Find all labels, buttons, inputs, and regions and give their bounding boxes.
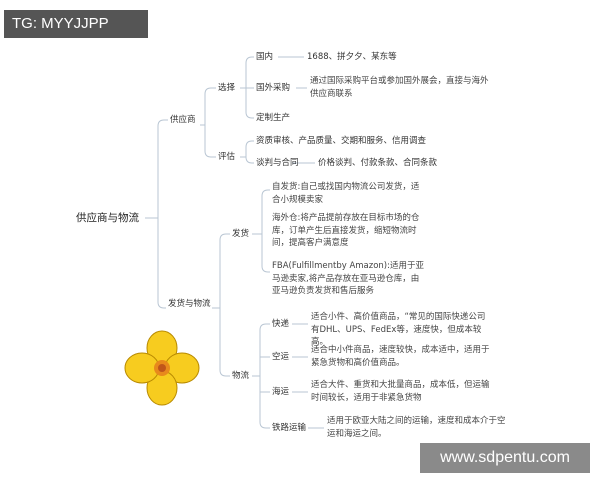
node-overseas-warehouse[interactable]: 海外仓:将产品提前存放在目标市场的仓库，订单产生后直接发货，缩短物流时间，提高客… [272,213,420,248]
node-air[interactable]: 空运 [272,352,290,362]
root-node[interactable]: 供应商与物流 [76,212,139,224]
node-express[interactable]: 快递 [272,319,290,329]
node-rail-detail: 适用于欧亚大陆之间的运输，速度和成本介于空运和海运之间。 [327,416,506,439]
node-rail[interactable]: 铁路运输 [272,423,307,433]
node-shipping[interactable]: 发货 [232,229,250,239]
node-sea[interactable]: 海运 [272,387,290,397]
watermark-top-left: TG: MYYJJPP [4,10,148,38]
node-logistics[interactable]: 物流 [232,371,250,381]
watermark-bottom-right: www.sdpentu.com [420,443,590,473]
node-sea-detail: 适合大件、重货和大批量商品，成本低，但运输时间较长，适用于非紧急货物 [311,380,490,403]
node-foreign-detail: 通过国际采购平台或参加国外展会，直接与海外供应商联系 [310,76,489,99]
node-qualification[interactable]: 资质审核、产品质量、交期和服务、信用调查 [256,136,427,146]
node-negotiation[interactable]: 谈判与合同 [256,158,299,168]
node-foreign[interactable]: 国外采购 [256,83,291,93]
node-fba[interactable]: FBA(Fulfillmentby Amazon):适用于亚马逊卖家,将产品存放… [272,261,424,296]
node-supplier[interactable]: 供应商 [170,115,196,125]
node-domestic-detail: 1688、拼夕夕、某东等 [307,52,397,62]
node-custom[interactable]: 定制生产 [256,113,291,123]
node-shipping-logistics[interactable]: 发货与物流 [168,299,211,309]
node-express-detail: 适合小件、高价值商品，“常见的国际快递公司有DHL、UPS、FedEx等，速度快… [311,312,486,347]
node-air-detail: 适合中小件商品，速度较快，成本适中，适用于紧急货物和高价值商品。 [311,345,490,368]
node-self-ship[interactable]: 自发货:自己或找国内物流公司发货，适合小规模卖家 [272,182,420,205]
node-select[interactable]: 选择 [218,83,236,93]
node-negotiation-detail: 价格谈判、付款条款、合同条款 [318,158,438,168]
flower-illustration [124,330,200,406]
node-evaluate[interactable]: 评估 [218,152,236,162]
node-domestic[interactable]: 国内 [256,52,274,62]
